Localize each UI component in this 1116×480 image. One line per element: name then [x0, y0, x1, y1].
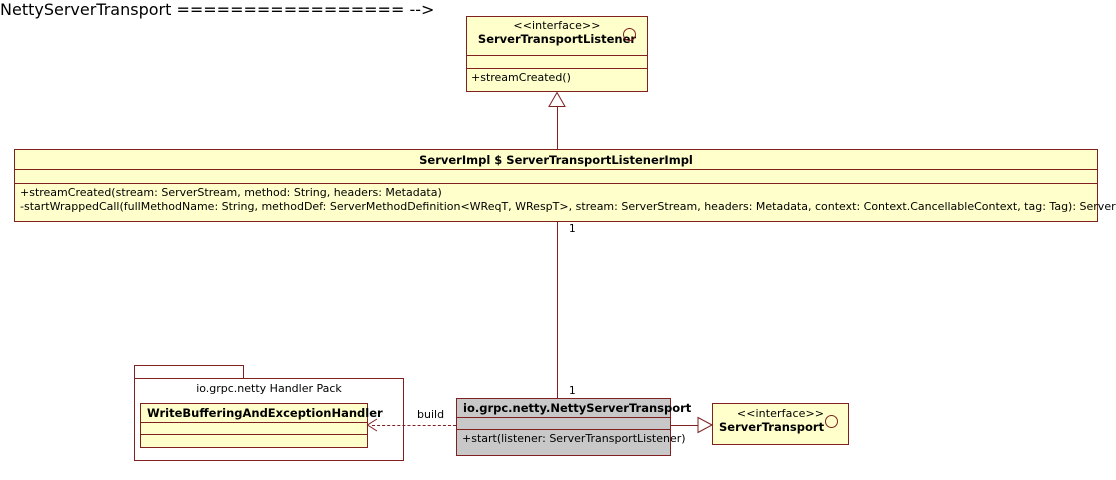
association-target-multiplicity: 1 [569, 385, 576, 397]
divider [457, 417, 670, 418]
operation-row: +streamCreated(stream: ServerStream, met… [20, 186, 442, 199]
divider [141, 422, 367, 423]
association-line-listener-transport [557, 222, 558, 398]
class-attributes-compartment [467, 56, 647, 68]
interface-circle-icon [825, 415, 838, 428]
realization-line-server-transport [671, 425, 698, 426]
operation-row: +streamCreated() [471, 71, 571, 84]
class-attributes-compartment [141, 423, 367, 434]
divider [15, 169, 1097, 170]
class-header-server-transport: <<interface>> ServerTransport [713, 404, 848, 444]
association-source-multiplicity: 1 [569, 223, 576, 235]
divider [467, 68, 647, 69]
class-attributes-compartment [15, 170, 1097, 183]
dependency-line-build [372, 425, 456, 426]
generalization-arrowhead-listener [548, 91, 566, 107]
generalization-line-listener [557, 105, 558, 149]
class-header-netty-server-transport: io.grpc.netty.NettyServerTransport [457, 399, 692, 417]
divider [457, 429, 670, 430]
class-operations-compartment: +start(listener: ServerTransportListener… [457, 430, 686, 446]
class-name-label: ServerImpl $ ServerTransportListenerImpl [419, 153, 693, 167]
class-header-server-transport-listener: <<interface>> ServerTransportListener [467, 17, 647, 55]
class-name-label: WriteBufferingAndExceptionHandler [147, 406, 383, 420]
dependency-label-build: build [417, 408, 445, 421]
class-box-netty-server-transport[interactable]: io.grpc.netty.NettyServerTransport +star… [456, 398, 692, 456]
class-name-label: ServerTransportListener [477, 32, 637, 46]
class-operations-compartment [141, 435, 367, 446]
divider [141, 434, 367, 435]
divider [467, 55, 647, 56]
class-attributes-compartment [457, 418, 670, 429]
class-header-server-impl-transport-listener-impl: ServerImpl $ ServerTransportListenerImpl [15, 150, 1097, 169]
class-operations-compartment: +streamCreated() [467, 69, 647, 88]
class-name-label: io.grpc.netty.NettyServerTransport [463, 401, 692, 415]
dependency-arrowhead-build [366, 418, 378, 432]
stereotype-label: <<interface>> [736, 407, 825, 420]
class-header-write-buffering-and-exception-handler: WriteBufferingAndExceptionHandler [141, 404, 383, 422]
class-box-write-buffering-and-exception-handler[interactable]: WriteBufferingAndExceptionHandler [140, 403, 383, 448]
package-tab [134, 365, 244, 379]
realization-arrowhead-server-transport [697, 416, 714, 434]
class-name-label: ServerTransport [719, 420, 825, 434]
interface-circle-icon [623, 28, 636, 41]
package-name-label: io.grpc.netty Handler Pack [196, 382, 342, 395]
class-box-server-impl-transport-listener-impl[interactable]: ServerImpl $ ServerTransportListenerImpl… [14, 149, 1116, 222]
divider [15, 183, 1097, 184]
class-box-server-transport[interactable]: <<interface>> ServerTransport [712, 403, 849, 445]
stereotype-label: <<interface>> [513, 19, 601, 32]
operation-row: +start(listener: ServerTransportListener… [462, 432, 686, 445]
operation-row: -startWrappedCall(fullMethodName: String… [20, 199, 1116, 213]
class-box-server-transport-listener[interactable]: <<interface>> ServerTransportListener +s… [466, 16, 648, 92]
class-operations-compartment: +streamCreated(stream: ServerStream, met… [15, 184, 1116, 216]
